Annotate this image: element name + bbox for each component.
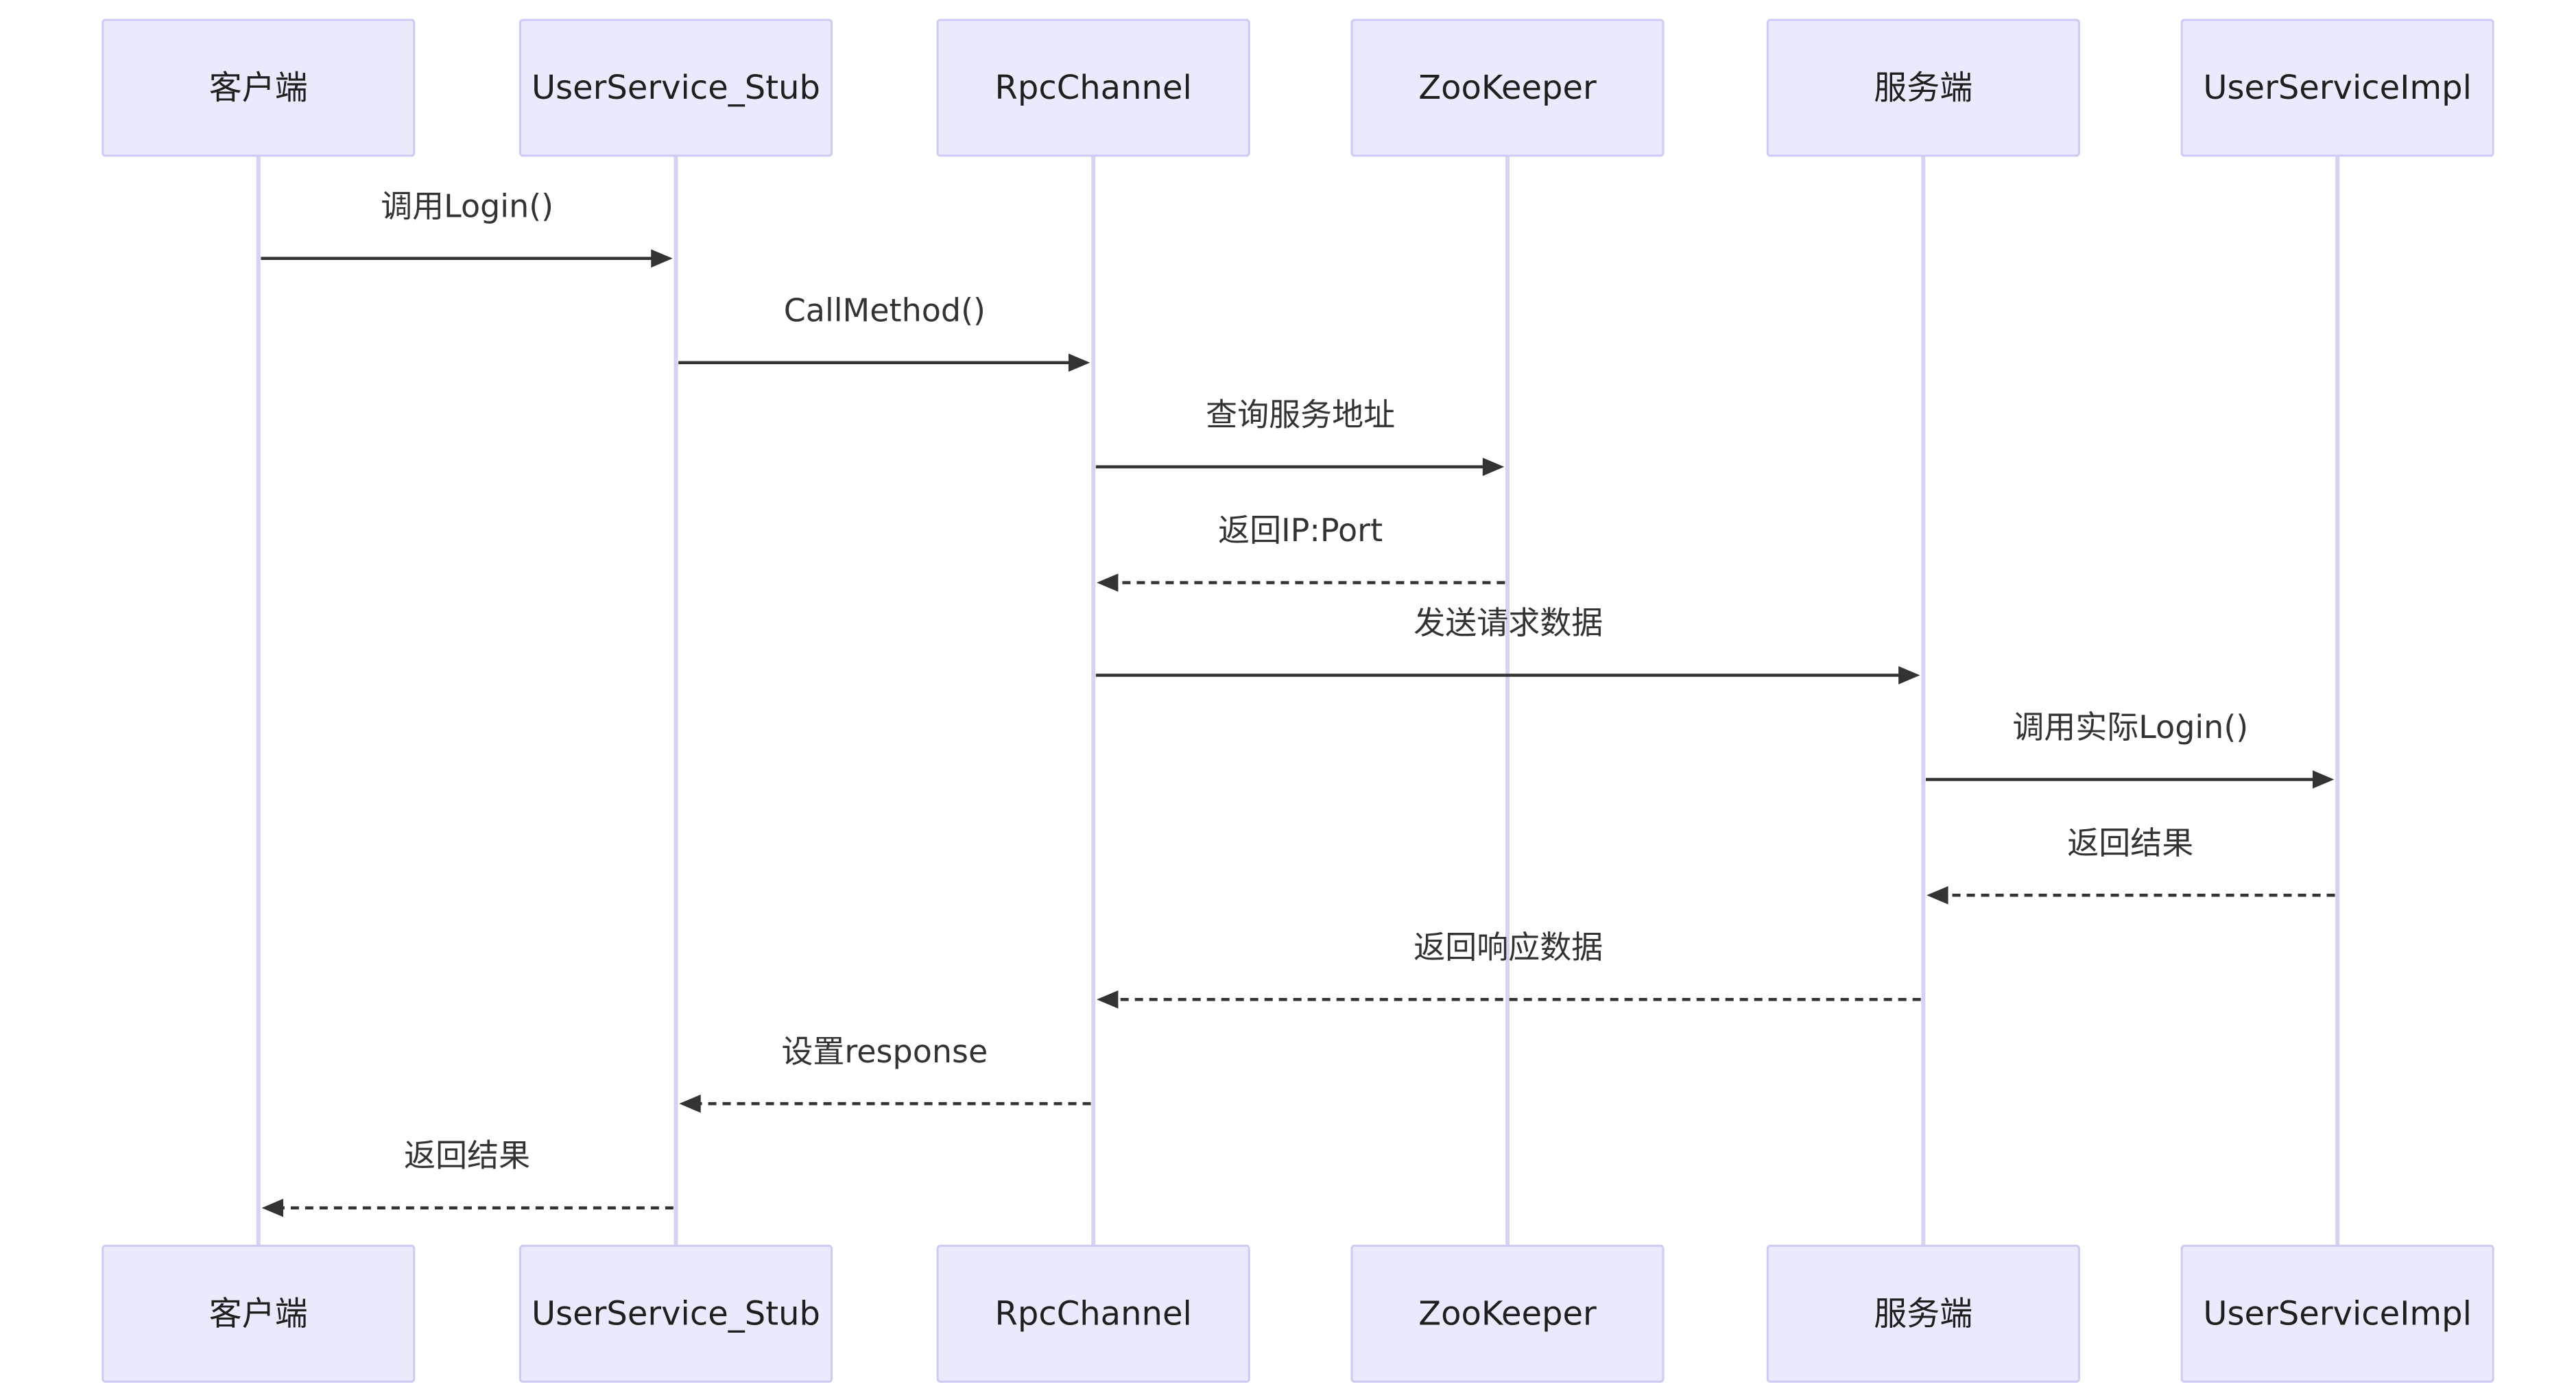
actor-label: 客户端 — [209, 69, 308, 107]
message-1: 调用Login() — [261, 187, 673, 268]
actor-label: RpcChannel — [995, 69, 1192, 107]
arrowhead-icon — [1482, 457, 1505, 476]
message-label: 返回IP:Port — [1218, 512, 1383, 549]
actor-server-bottom: 服务端 — [1766, 1244, 2080, 1383]
actor-label: UserServiceImpl — [2203, 1294, 2472, 1333]
actor-label: 服务端 — [1874, 1294, 1972, 1333]
arrowhead-icon — [651, 249, 673, 268]
actor-client-top: 客户端 — [102, 19, 416, 157]
actor-client-bottom: 客户端 — [102, 1244, 416, 1383]
arrowhead-icon — [1097, 990, 1119, 1009]
message-label: 发送请求数据 — [1414, 604, 1603, 641]
arrowhead-icon — [1097, 573, 1119, 592]
actor-box — [1350, 1244, 1665, 1383]
message-4: 返回IP:Port — [1097, 512, 1505, 592]
actor-box — [2180, 1244, 2494, 1383]
message-label: 设置response — [781, 1033, 988, 1070]
actor-impl-top: UserServiceImpl — [2180, 19, 2494, 157]
message-7: 返回结果 — [1927, 824, 2335, 905]
actor-zk-top: ZooKeeper — [1350, 19, 1665, 157]
actor-box — [936, 1244, 1250, 1383]
message-3: 查询服务地址 — [1095, 396, 1505, 476]
actor-label: ZooKeeper — [1418, 69, 1597, 107]
actor-label: 客户端 — [209, 1294, 308, 1333]
actor-label: UserServiceImpl — [2203, 69, 2472, 107]
message-label: 调用Login() — [381, 187, 553, 224]
message-label: 返回结果 — [404, 1137, 530, 1174]
message-label: CallMethod() — [784, 291, 986, 329]
message-label: 返回响应数据 — [1414, 929, 1603, 966]
message-9: 设置response — [679, 1033, 1091, 1113]
lifelines — [256, 156, 2340, 1246]
arrowhead-icon — [1927, 886, 1948, 905]
arrowhead-icon — [679, 1094, 701, 1113]
message-10: 返回结果 — [261, 1137, 673, 1217]
arrowhead-icon — [1898, 666, 1920, 684]
message-label: 返回结果 — [2067, 824, 2193, 861]
message-8: 返回响应数据 — [1097, 929, 1921, 1009]
arrowhead-icon — [1068, 353, 1090, 372]
actor-impl-bottom: UserServiceImpl — [2180, 1244, 2494, 1383]
actor-zk-bottom: ZooKeeper — [1350, 1244, 1665, 1383]
actor-label: RpcChannel — [995, 1294, 1192, 1333]
actor-label: UserService_Stub — [532, 1294, 820, 1333]
actor-box — [518, 1244, 833, 1383]
actor-box — [936, 19, 1250, 157]
arrowhead-icon — [261, 1198, 284, 1217]
actors-top: 客户端 UserService_Stub RpcChannel ZooKeeper 服务… — [102, 19, 2494, 157]
actor-box — [1766, 1244, 2080, 1383]
actor-channel-bottom: RpcChannel — [936, 1244, 1250, 1383]
actor-label: ZooKeeper — [1418, 1294, 1597, 1333]
actor-stub-bottom: UserService_Stub — [518, 1244, 833, 1383]
message-label: 调用实际Login() — [2012, 709, 2248, 746]
actor-label: UserService_Stub — [532, 69, 820, 107]
message-2: CallMethod() — [678, 291, 1090, 372]
actor-box — [2180, 19, 2494, 157]
actor-label: 服务端 — [1874, 69, 1972, 107]
message-label: 查询服务地址 — [1206, 396, 1395, 433]
arrowhead-icon — [2312, 770, 2335, 789]
actor-box — [518, 19, 833, 157]
actor-box — [1766, 19, 2080, 157]
actor-box — [102, 1244, 416, 1383]
message-6: 调用实际Login() — [1925, 709, 2335, 789]
actor-channel-top: RpcChannel — [936, 19, 1250, 157]
actors-bottom: 客户端 UserService_Stub RpcChannel ZooKeeper 服务… — [102, 1244, 2494, 1383]
message-5: 发送请求数据 — [1095, 604, 1920, 684]
actor-box — [102, 19, 416, 157]
actor-stub-top: UserService_Stub — [518, 19, 833, 157]
actor-box — [1350, 19, 1665, 157]
actor-server-top: 服务端 — [1766, 19, 2080, 157]
